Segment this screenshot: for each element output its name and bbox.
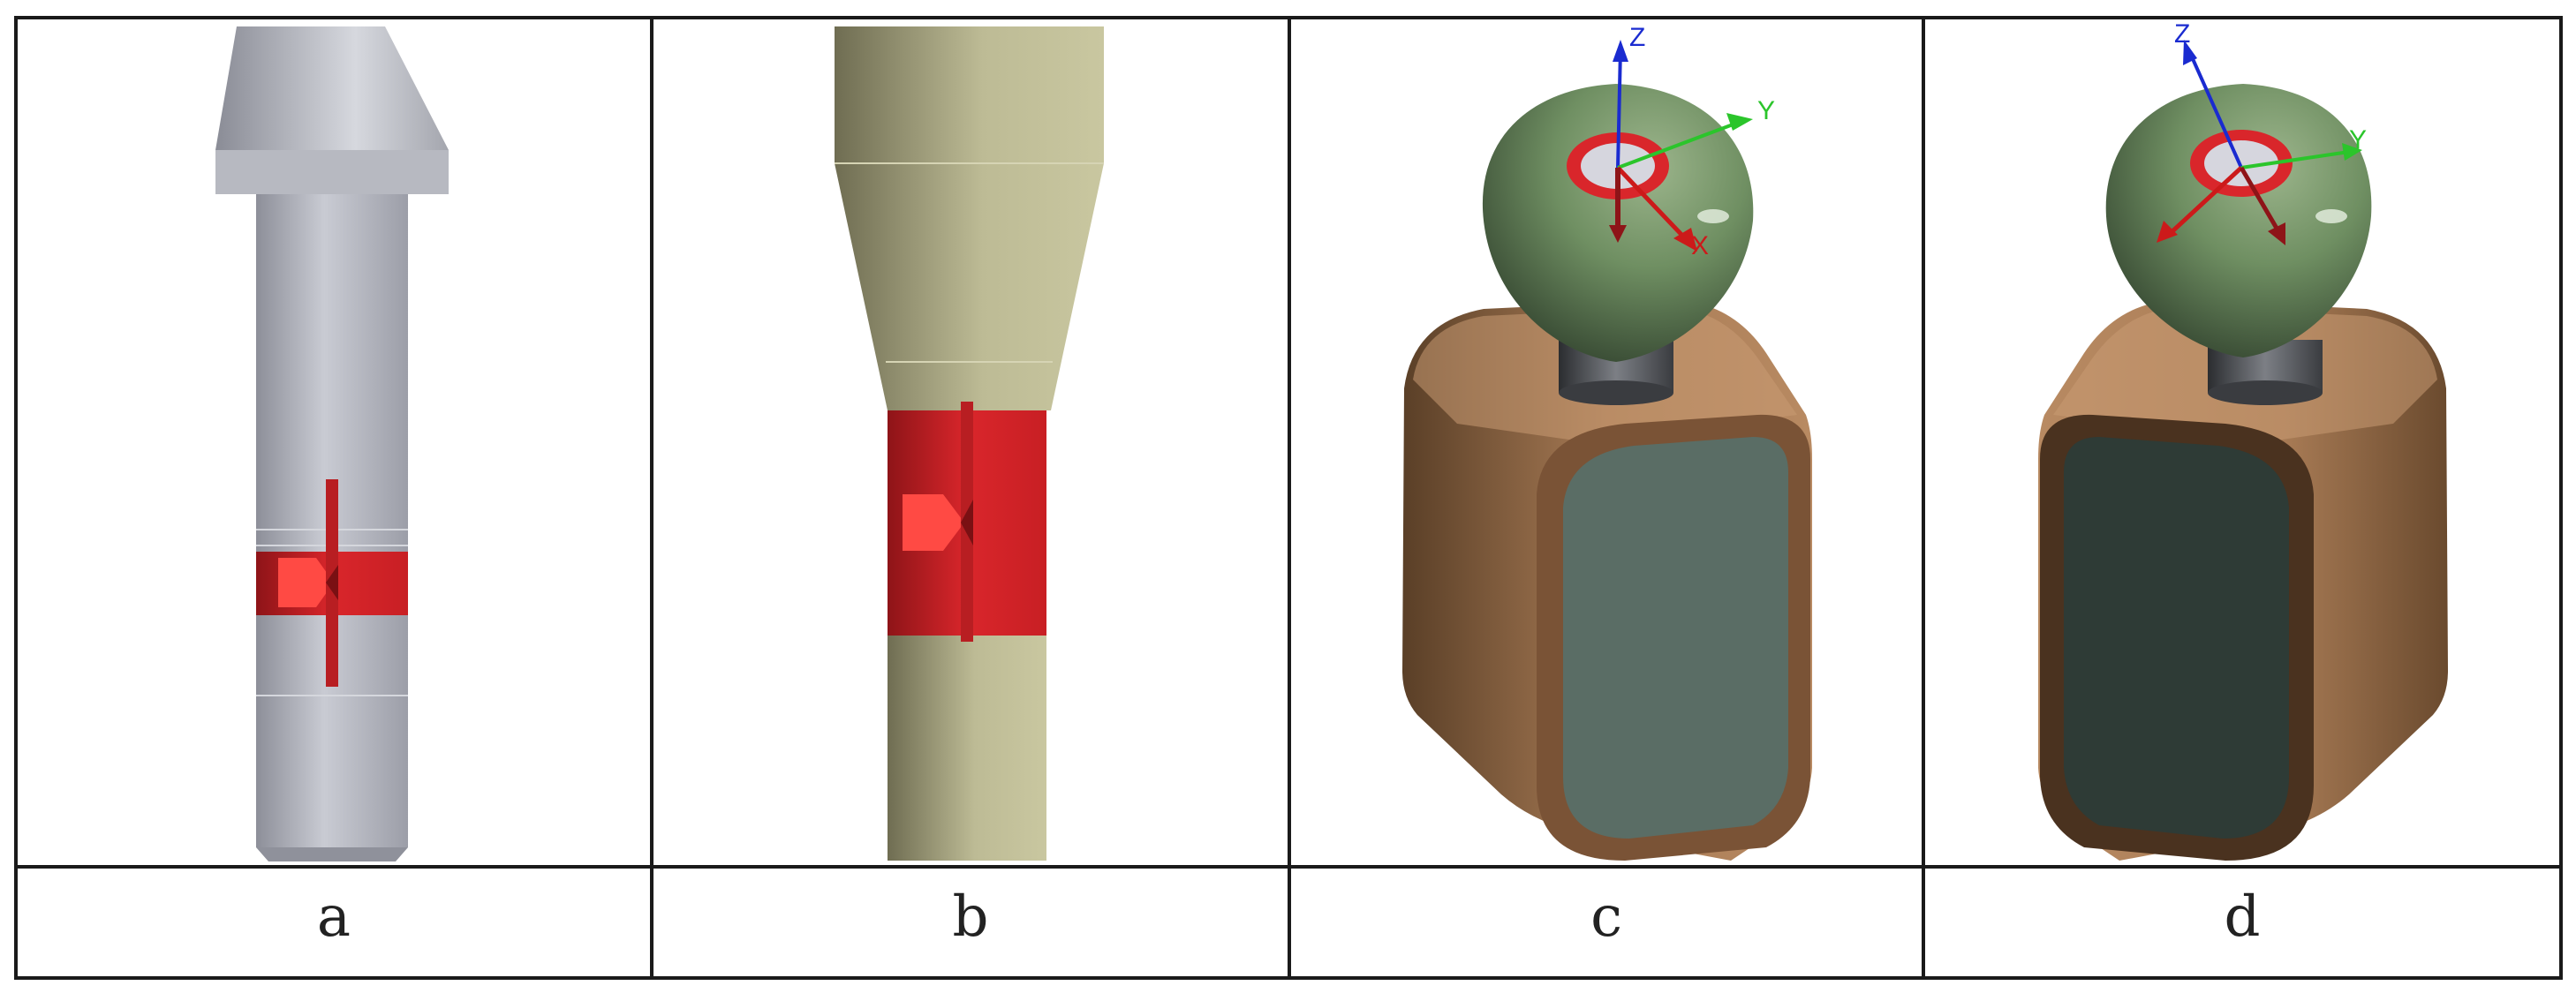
axis-label-z-d: Z [2174, 19, 2190, 49]
axis-label-x: X [1691, 231, 1709, 260]
lower-tube [888, 636, 1046, 861]
panel-d-drawing: Z Y [2038, 19, 2448, 861]
axis-label-y-d: Y [2349, 125, 2367, 154]
panel-label-d: d [2225, 884, 2261, 950]
panel-label-a: a [317, 884, 351, 950]
cap-band [215, 150, 449, 194]
axis-label-y: Y [1757, 96, 1775, 125]
coordinate-axes-icon [1609, 40, 1753, 252]
cone-section [835, 163, 1104, 410]
bulb-d [2105, 84, 2372, 357]
shaft-tip [256, 847, 408, 861]
upper-tube [835, 26, 1104, 163]
panel-label-c: c [1590, 884, 1622, 950]
front-face [1563, 437, 1788, 839]
front-face-d [2064, 437, 2289, 839]
axis-label-z: Z [1629, 23, 1645, 52]
panel-a-drawing [215, 26, 449, 861]
panel-b-drawing [835, 26, 1104, 861]
coordinate-axes-icon [2157, 40, 2362, 245]
cap-taper [215, 26, 449, 150]
panel-label-b: b [953, 884, 989, 950]
panel-grid [14, 16, 2563, 980]
panel-c-drawing: Z Y X [1402, 23, 1812, 861]
inlet-marker-b [903, 494, 964, 551]
inlet-marker [278, 558, 334, 607]
